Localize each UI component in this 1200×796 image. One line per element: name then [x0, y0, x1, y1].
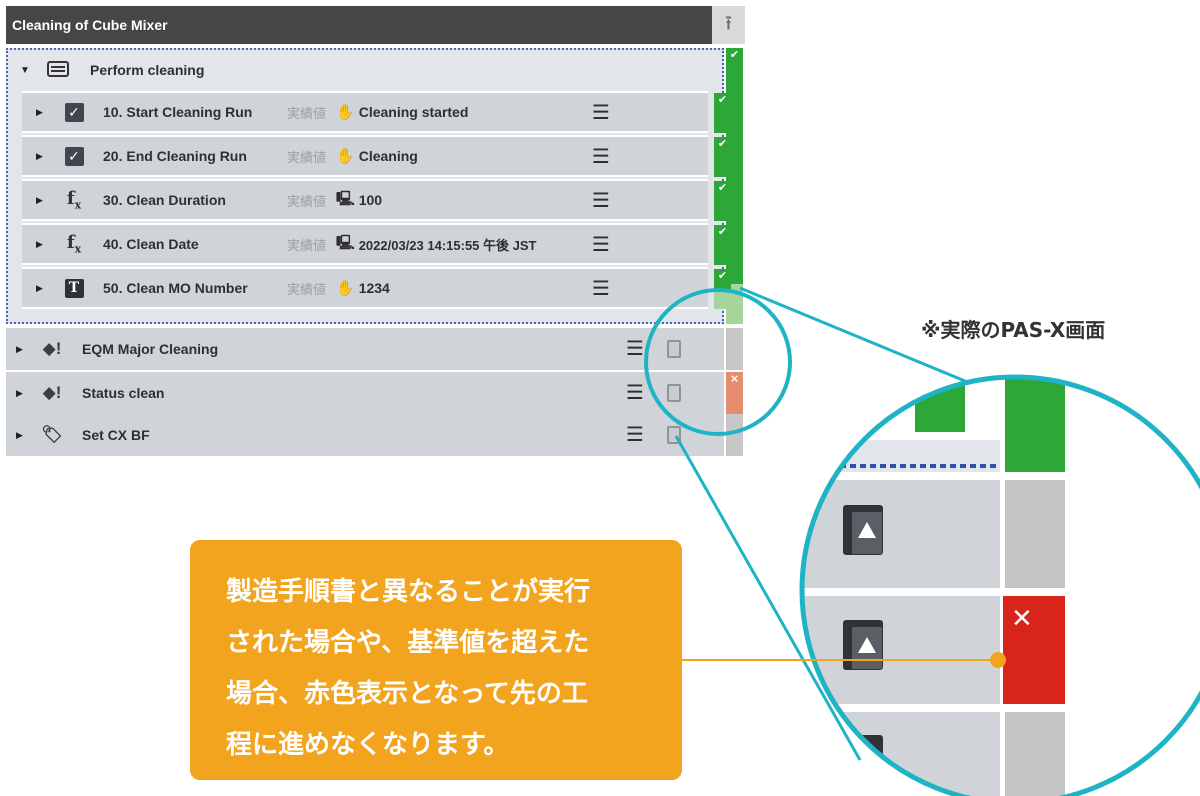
computer-icon: 🖳: [336, 234, 355, 250]
operation-row[interactable]: ▶ ◆! Status clean ☰: [6, 372, 724, 414]
caret-right-icon[interactable]: ▶: [36, 106, 43, 117]
task-value: Cleaning started: [358, 104, 469, 120]
manual-icon-zoomed: [843, 505, 883, 555]
task-status-ok: ✔: [714, 225, 731, 265]
operation-label: EQM Major Cleaning: [82, 341, 219, 357]
value-caption: 実績値: [287, 193, 327, 209]
task-label: 30. Clean Duration: [103, 192, 226, 208]
task-status-ok: ✔: [714, 93, 731, 133]
manual-icon-zoomed: [843, 620, 883, 670]
hand-icon: ✋: [336, 148, 355, 165]
task-label: 50. Clean MO Number: [103, 280, 248, 296]
task-status-ok: ✔: [714, 137, 731, 177]
task-row[interactable]: ▶ ✓ 20. End Cleaning Run 実績値 ✋ Cleaning …: [22, 135, 731, 177]
formula-icon: fx: [66, 188, 82, 212]
task-label: 10. Start Cleaning Run: [103, 104, 253, 120]
task-row[interactable]: ▶ ✓ 10. Start Cleaning Run 実績値 ✋ Cleanin…: [22, 91, 731, 133]
menu-icon[interactable]: ☰: [626, 382, 644, 404]
error-x-icon: ×: [730, 371, 739, 386]
operation-label: Status clean: [82, 385, 165, 401]
callout-line: 程に進めなくなります。: [226, 730, 510, 760]
text-icon: T: [62, 278, 86, 298]
operation-status-pending: [726, 414, 743, 456]
task-value: Cleaning: [358, 148, 418, 164]
panel-title: Cleaning of Cube Mixer: [6, 6, 712, 44]
value-caption: 実績値: [287, 237, 327, 253]
value-caption: 実績値: [287, 149, 327, 165]
caret-right-icon[interactable]: ▶: [36, 150, 43, 161]
group-header[interactable]: ▼ Perform cleaning: [8, 50, 722, 90]
list-icon: [46, 60, 70, 80]
operation-label: Set CX BF: [82, 427, 150, 443]
task-status-ok: ✔: [714, 181, 731, 221]
hand-icon: ✋: [336, 104, 355, 121]
operation-status-pending: [726, 328, 743, 370]
caret-right-icon[interactable]: ▶: [16, 343, 23, 354]
tag-icon: 🏷: [41, 425, 63, 444]
computer-icon: 🖳: [336, 190, 355, 206]
menu-icon[interactable]: ☰: [592, 278, 610, 300]
explanation-callout: 製造手順書と異なることが実行 された場合や、基準値を超えた 場合、赤色表示となっ…: [190, 540, 682, 780]
hand-icon: ✋: [336, 280, 355, 297]
group-label: Perform cleaning: [90, 62, 205, 78]
caret-right-icon[interactable]: ▶: [36, 194, 43, 205]
menu-icon[interactable]: ☰: [592, 146, 610, 168]
caret-down-icon[interactable]: ▼: [20, 64, 30, 76]
check-icon: ✔: [729, 49, 740, 61]
equipment-alert-icon: ◆!: [42, 339, 62, 358]
task-label: 20. End Cleaning Run: [103, 148, 247, 164]
operation-row[interactable]: ▶ ◆! EQM Major Cleaning ☰: [6, 328, 724, 370]
manual-icon[interactable]: [667, 384, 681, 402]
task-row[interactable]: ▶ fx 30. Clean Duration 実績値 🖳 100 ☰ ✔: [22, 179, 731, 221]
checkbox-icon: ✓: [62, 102, 86, 122]
error-x-icon-zoomed: ✕: [1011, 603, 1033, 633]
equipment-alert-icon: ◆!: [42, 383, 62, 402]
menu-icon[interactable]: ☰: [592, 234, 610, 256]
value-caption: 実績値: [287, 281, 327, 297]
task-label: 40. Clean Date: [103, 236, 199, 252]
task-row[interactable]: ▶ fx 40. Clean Date 実績値 🖳 2022/03/23 14:…: [22, 223, 731, 265]
value-caption: 実績値: [287, 105, 327, 121]
task-value: 100: [358, 192, 383, 208]
zoom-circle-small: [644, 288, 792, 436]
menu-icon[interactable]: ☰: [626, 424, 644, 446]
menu-icon[interactable]: ☰: [592, 190, 610, 212]
formula-icon: fx: [66, 232, 82, 256]
caret-right-icon[interactable]: ▶: [36, 282, 43, 293]
callout-line: 製造手順書と異なることが実行: [226, 577, 591, 607]
task-value: 1234: [358, 280, 390, 296]
collapse-up-icon[interactable]: ⭱: [712, 6, 745, 44]
menu-icon[interactable]: ☰: [592, 102, 610, 124]
menu-icon[interactable]: ☰: [626, 338, 644, 360]
operation-row[interactable]: ▶ 🏷 Set CX BF ☰: [6, 414, 724, 456]
caret-right-icon[interactable]: ▶: [16, 429, 23, 440]
callout-dot: [990, 652, 1006, 668]
operation-status-error: ×: [726, 372, 743, 414]
caret-right-icon[interactable]: ▶: [36, 238, 43, 249]
checkbox-icon: ✓: [62, 146, 86, 166]
screen-note: ※実際のPAS-X画面: [921, 318, 1106, 342]
manual-icon[interactable]: [667, 340, 681, 358]
task-row[interactable]: ▶ T 50. Clean MO Number 実績値 ✋ 1234 ☰ ✔: [22, 267, 731, 309]
zoom-circle-large: [799, 374, 1200, 796]
callout-line: された場合や、基準値を超えた: [226, 628, 590, 658]
task-value: 2022/03/23 14:15:55 午後 JST: [358, 237, 537, 253]
zoom-connector-line: [674, 435, 862, 761]
callout-line: 場合、赤色表示となって先の工: [226, 679, 588, 709]
caret-right-icon[interactable]: ▶: [16, 387, 23, 398]
